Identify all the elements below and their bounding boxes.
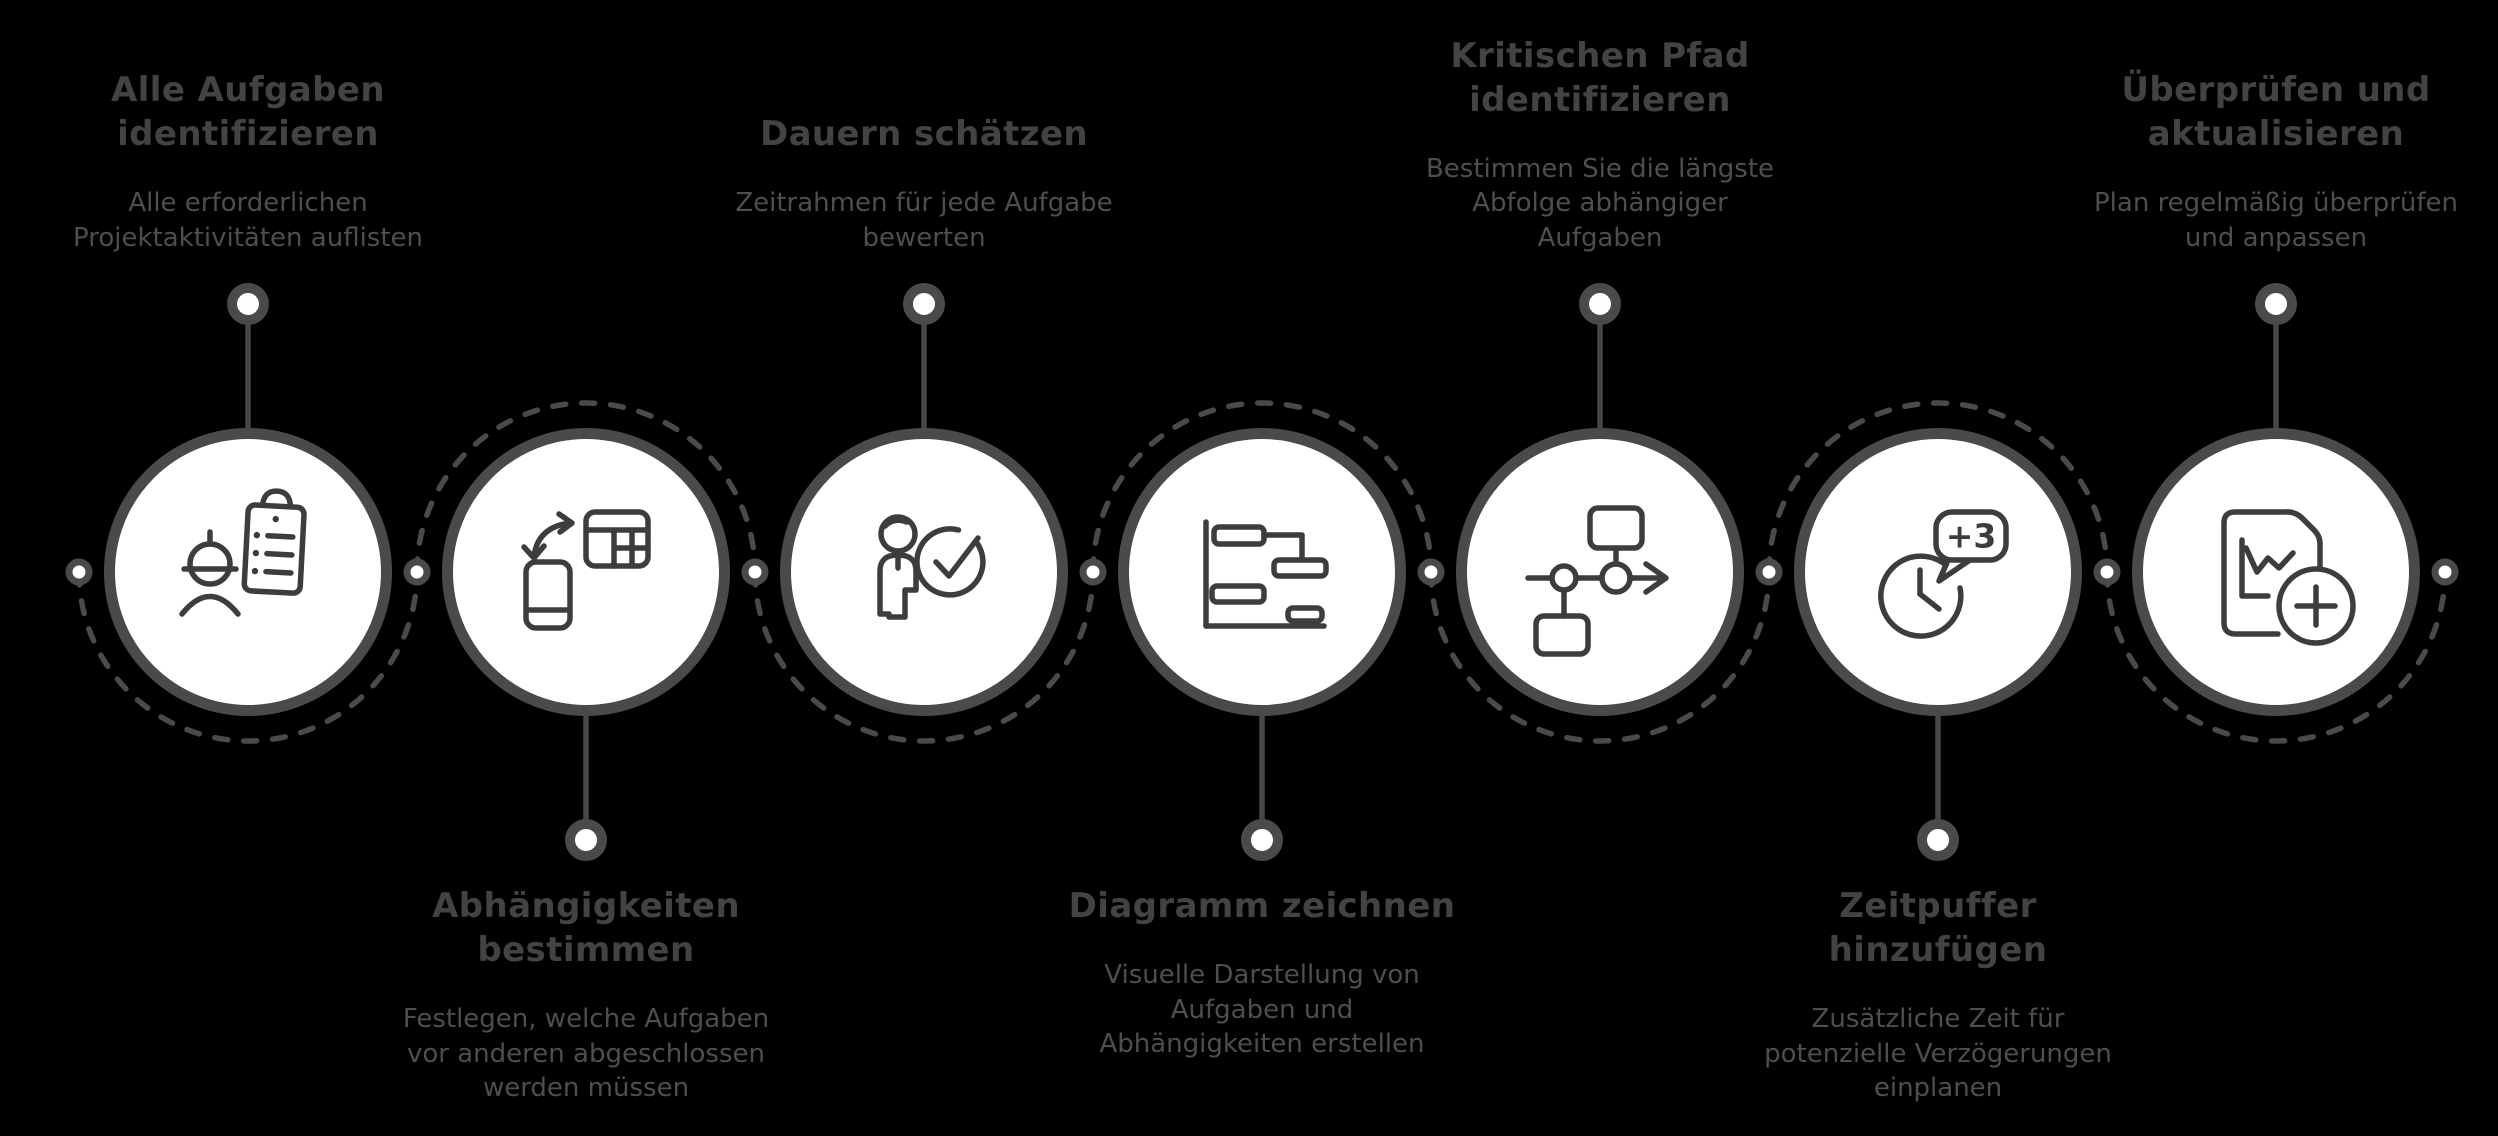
dashed-orbit-above-6 <box>1766 400 2110 575</box>
step-2-text: Abhängigkeiten bestimmen Festlegen, welc… <box>346 884 826 1105</box>
clock-buffer-icon: +3 <box>1878 509 2009 639</box>
chain-dot <box>1079 558 1107 586</box>
dashed-orbit-below-7 <box>2104 569 2448 744</box>
step-title: Kritischen Pfad identifizieren <box>1450 35 1750 120</box>
gantt-chart-icon <box>1203 519 1329 629</box>
person-check-icon <box>877 514 986 620</box>
chain-dot <box>2093 558 2121 586</box>
dashed-orbit-above-2 <box>414 400 758 575</box>
step-title: Alle Aufgaben identifizieren <box>111 70 385 155</box>
step-description: Visuelle Darstellung von Aufgaben und Ab… <box>1099 960 1425 1059</box>
stem-marker-dot <box>565 819 607 861</box>
stem-marker-dot <box>1917 819 1959 861</box>
step-description: Festlegen, welche Aufgaben vor anderen a… <box>402 1004 770 1103</box>
step-4-circle <box>1118 428 1406 716</box>
chain-dot <box>65 558 93 586</box>
step-3-text: Dauern schätzen Zeitrahmen für jede Aufg… <box>684 112 1164 255</box>
dashed-orbit-above-4 <box>1090 400 1434 575</box>
chain-dot <box>1755 558 1783 586</box>
chain-dot <box>1417 558 1445 586</box>
step-title: Zeitpuffer hinzufügen <box>1828 886 2048 971</box>
step-title: Überprüfen und aktualisieren <box>2121 70 2431 155</box>
dashed-orbit-below-1 <box>76 569 420 744</box>
stem-marker-dot <box>903 283 945 325</box>
step-title: Diagramm zeichnen <box>1068 886 1456 926</box>
sync-phone-table-icon <box>521 509 651 631</box>
dashed-orbit-below-5 <box>1428 569 1772 744</box>
step-description: Bestimmen Sie die längste Abfolge abhäng… <box>1425 154 1775 253</box>
step-description: Alle erforderlichen Projektaktivitäten a… <box>72 188 424 253</box>
step-4-text: Diagramm zeichnen Visuelle Darstellung v… <box>1022 884 1502 1061</box>
step-title: Dauern schätzen <box>759 114 1089 155</box>
stem-marker-dot <box>1579 283 1621 325</box>
step-description: Plan regelmäßig überprüfen und anpassen <box>2093 188 2458 253</box>
step-title: Abhängigkeiten bestimmen <box>432 886 740 971</box>
dashed-orbit-below-3 <box>752 569 1096 744</box>
stem-marker-dot <box>227 283 269 325</box>
step-description: Zusätzliche Zeit für potenzielle Verzöge… <box>1764 1004 2112 1103</box>
step-6-circle: +3 <box>1794 428 2082 716</box>
stem-marker-dot <box>1241 819 1283 861</box>
step-7-text: Überprüfen und aktualisieren Plan regelm… <box>2036 68 2498 255</box>
worker-checklist-icon <box>179 488 307 617</box>
step-5-text: Kritischen Pfad identifizieren Bestimmen… <box>1360 34 1840 255</box>
plus-three-label: +3 <box>1946 517 1997 556</box>
step-2-circle <box>442 428 730 716</box>
chain-dot <box>2431 558 2459 586</box>
chain-dot <box>403 558 431 586</box>
step-3-circle <box>780 428 1068 716</box>
chain-dot <box>741 558 769 586</box>
step-1-circle <box>104 428 392 716</box>
step-1-text: Alle Aufgaben identifizieren Alle erford… <box>8 68 488 255</box>
flowchart-path-icon <box>1525 505 1669 657</box>
step-6-text: Zeitpuffer hinzufügen Zusätzliche Zeit f… <box>1698 884 2178 1105</box>
step-5-circle <box>1456 428 1744 716</box>
step-7-circle <box>2132 428 2420 716</box>
stem-marker-dot <box>2255 283 2297 325</box>
document-chart-add-icon <box>2221 509 2356 646</box>
step-description: Zeitrahmen für jede Aufgabe bewerten <box>735 188 1113 253</box>
